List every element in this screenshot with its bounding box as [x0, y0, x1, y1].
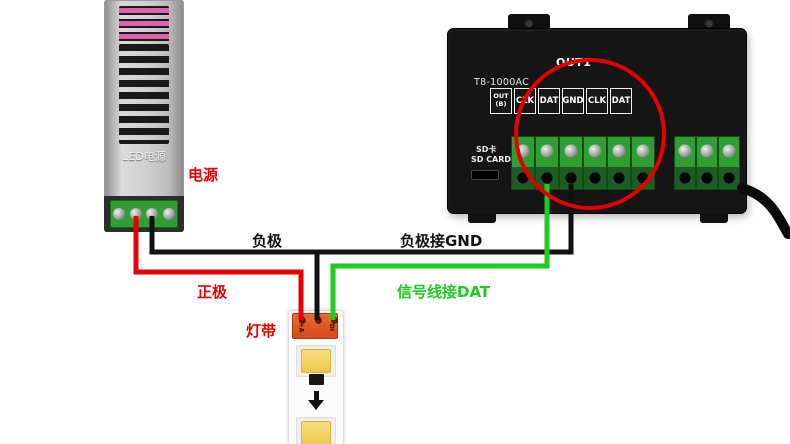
- sd-label-cn: SD卡: [476, 145, 497, 154]
- screw-icon: [722, 144, 736, 158]
- screw-icon: [146, 208, 159, 220]
- led-strip: +A DI: [288, 310, 344, 444]
- signal-to-dat-label: 信号线接DAT: [397, 283, 491, 301]
- led-chip: [296, 345, 336, 377]
- pad-label-data: DI: [328, 323, 336, 332]
- psu-callout: 电源: [188, 166, 219, 184]
- screw-icon: [129, 208, 142, 220]
- driver-ic: [309, 374, 324, 385]
- sd-card-slot: [471, 170, 499, 180]
- mounting-foot: [468, 213, 496, 223]
- pad-hole-icon: [331, 317, 338, 324]
- psu-terminal-endcap: [104, 196, 184, 232]
- mounting-tab: [508, 14, 550, 32]
- positive-label: 正极: [197, 283, 228, 301]
- pad-hole-icon: [315, 317, 322, 324]
- mounting-foot: [700, 213, 728, 223]
- green-terminal: [696, 136, 718, 190]
- green-terminal: [718, 136, 740, 190]
- psu-name-label: LED电源: [122, 150, 166, 163]
- port-b-line2: (B): [495, 100, 507, 108]
- led-chip-die: [301, 349, 331, 373]
- wire-hole-icon: [701, 172, 713, 184]
- highlight-circle: [514, 58, 666, 210]
- power-supply-unit: LED电源: [104, 0, 184, 232]
- psu-vent-grille-top: [119, 6, 169, 42]
- power-cord: [737, 183, 790, 239]
- sd-label-en: SD CARD: [471, 155, 512, 164]
- led-chip-die: [301, 421, 331, 444]
- negative-label: 负极: [252, 232, 283, 250]
- pad-hole-icon: [299, 317, 306, 324]
- mounting-hole-icon: [704, 18, 714, 28]
- screw-icon: [113, 208, 126, 220]
- negative-to-gnd-label: 负极接GND: [400, 232, 483, 250]
- screw-icon: [700, 144, 714, 158]
- wire-hole-icon: [723, 172, 735, 184]
- green-terminal: [674, 136, 696, 190]
- psu-terminal-block: [110, 200, 178, 228]
- psu-vent-grille: [119, 44, 169, 144]
- screw-icon: [678, 144, 692, 158]
- mounting-tab: [688, 14, 730, 32]
- direction-arrow-icon: [308, 391, 324, 410]
- strip-connector: +A DI: [292, 313, 338, 339]
- port-b-box: OUT (B): [490, 88, 512, 114]
- port-b-line1: OUT: [493, 92, 509, 101]
- controller-model-label: T8-1000AC: [474, 77, 530, 88]
- aux-terminal-block: [674, 136, 740, 190]
- mounting-hole-icon: [524, 18, 534, 28]
- wire-hole-icon: [679, 172, 691, 184]
- screw-icon: [162, 208, 175, 220]
- wire-hole-icon: [517, 172, 529, 184]
- pad-label-power: +A: [297, 322, 305, 333]
- led-chip: [296, 417, 336, 444]
- strip-callout: 灯带: [246, 322, 277, 340]
